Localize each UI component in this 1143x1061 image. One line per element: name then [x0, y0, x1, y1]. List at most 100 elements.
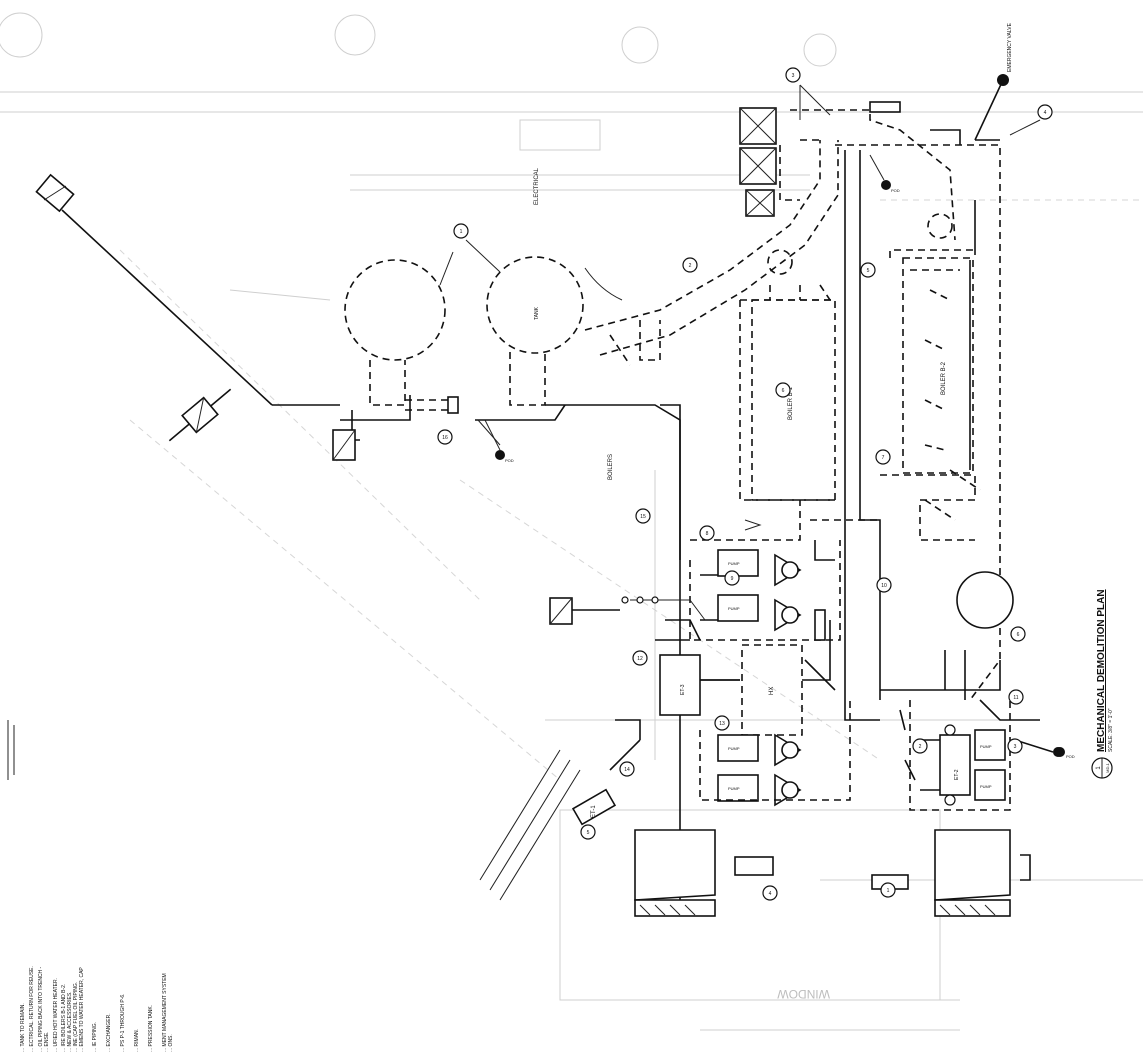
sheet-ref: MD-1 [1105, 762, 1110, 773]
callout-tag: 16 [437, 429, 453, 445]
pump-p5 [974, 729, 1006, 761]
callout-tag: 7 [875, 449, 891, 465]
boiler-b2-label: BOILER B-2 [941, 361, 947, 395]
svg-text:1: 1 [460, 229, 463, 235]
callout-tag: 10 [876, 577, 892, 593]
pump-p6 [974, 769, 1006, 801]
water-heater-loop: ET-3 [479, 404, 774, 901]
pump-p4 [717, 774, 759, 802]
callout-tag: 6 [1010, 626, 1026, 642]
note-line: ... PS P-1 THROUGH P-6. [120, 993, 126, 1052]
svg-text:5: 5 [587, 830, 590, 836]
svg-text:9: 9 [731, 576, 734, 582]
svg-text:2: 2 [689, 263, 692, 269]
note-line: ... ONS. [168, 1034, 174, 1052]
expansion-tank-et3 [659, 654, 701, 716]
window-label: WINDOW [777, 987, 830, 1001]
pump-label: PUMP [728, 606, 740, 611]
pod-markers: POD POD POD [484, 154, 1075, 759]
et3-label: ET-3 [680, 684, 686, 695]
callout-tag: 13 [714, 715, 730, 731]
callout-tag: 3 [785, 67, 801, 83]
boiler-1-base [634, 829, 716, 901]
et1-label: ET-1 [591, 805, 597, 818]
pump-label: PUMP [980, 784, 992, 789]
callout-tag: 5 [860, 262, 876, 278]
note-line: ... EXCHANGER. [106, 1013, 112, 1052]
callout-tag: 9 [724, 570, 740, 586]
callout-tag: 2 [682, 257, 698, 273]
note-line: ... ECTRICAL. RETURN FOR REUSE. [29, 966, 35, 1052]
detail-number: 1 [1096, 766, 1102, 770]
svg-text:7: 7 [882, 455, 885, 461]
svg-text:16: 16 [442, 435, 448, 441]
expansion-tank-et2 [939, 734, 971, 796]
pod-label: POD [891, 188, 900, 193]
pump-label: PUMP [980, 744, 992, 749]
note-line: ... IRE BOILERS B-1 AND B-2. [61, 984, 67, 1052]
unit-heater-1 [571, 788, 617, 826]
tank-label: TANK [534, 306, 540, 320]
emergency-valve-icon [997, 74, 1009, 86]
note-line: ... NEW & ACCESSORIES. [67, 991, 73, 1052]
et2-label: ET-2 [954, 769, 960, 780]
callout-tag: 12 [632, 650, 648, 666]
note-line: ... TANK TO REMAIN. [20, 1003, 26, 1052]
breeching [584, 84, 956, 366]
keynote-callouts: 1 2 3 4 5 6 7 8 9 10 11 12 13 14 15 16 1… [437, 67, 1053, 901]
tank-1 [344, 259, 446, 361]
boiler-b1-label: BOILER B-1 [788, 386, 794, 420]
pump-p3 [717, 734, 759, 762]
section-mark [7, 720, 15, 780]
boiler-bases [634, 829, 1031, 917]
svg-text:4: 4 [769, 891, 772, 897]
callout-tag: 4 [1037, 104, 1053, 120]
note-line: ... ENSE. [44, 1031, 50, 1052]
callout-tag: 8 [699, 525, 715, 541]
callout-tag: 5 [580, 824, 596, 840]
pump-label: PUMP [728, 786, 740, 791]
drawing-title: MECHANICAL DEMOLITION PLAN [1096, 589, 1107, 752]
expansion-tank-large [956, 571, 1014, 629]
note-line: ... PRESSION TANK. [148, 1005, 154, 1052]
storage-tanks: TANK [332, 239, 681, 560]
svg-text:3: 3 [792, 73, 795, 79]
callout-tag: 11 [1008, 689, 1024, 705]
unit-heater-2 [734, 856, 774, 876]
note-line: ... INE (CAP FUEL OIL PIPING. [73, 982, 79, 1052]
svg-text:11: 11 [1013, 695, 1018, 701]
note-line: ... MENT MANAGEMENT SYSTEM [162, 973, 168, 1052]
note-line: ... IE PIPING. [92, 1022, 98, 1052]
tank-2 [486, 256, 584, 354]
callout-tag: 3 [1007, 738, 1023, 754]
boiler-b2 [902, 257, 974, 474]
svg-text:6: 6 [782, 388, 785, 394]
callout-tag: 14 [619, 761, 635, 777]
svg-text:15: 15 [640, 514, 646, 520]
pump-p2 [717, 594, 759, 622]
svg-text:4: 4 [1044, 110, 1047, 116]
boiler-2-base [934, 829, 1011, 901]
callout-tag: 6 [775, 382, 791, 398]
note-line: ... EMENS TO WATER HEATER, CAP [79, 967, 85, 1052]
emergency-valve: EMERGENCY VALVE [930, 22, 1041, 145]
callout-tag: 1 [880, 882, 896, 898]
callout-tag: 4 [762, 885, 778, 901]
general-notes: ... TANK TO REMAIN. ... ECTRICAL. RETURN… [20, 966, 174, 1052]
pump-p1 [717, 549, 759, 577]
hx-label: HX [769, 687, 775, 695]
drawing-scale: SCALE: 3/8" = 1'-0" [1108, 708, 1114, 752]
heat-exchanger [741, 644, 803, 736]
note-line: ... RIMAN. [134, 1029, 140, 1052]
svg-text:1: 1 [887, 888, 890, 894]
main-piping: BOILER B-1 BOILER B-2 [690, 144, 1001, 721]
boiler-b1 [751, 299, 836, 501]
pump-label: PUMP [728, 561, 740, 566]
callout-tag: 15 [635, 508, 651, 524]
svg-text:12: 12 [637, 656, 643, 662]
pod-label: POD [505, 458, 514, 463]
callout-tag: 1 [453, 223, 469, 239]
pump-label: PUMP [728, 746, 740, 751]
drawing-title-block: 1 MD-1 MECHANICAL DEMOLITION PLAN SCALE:… [1091, 589, 1114, 779]
